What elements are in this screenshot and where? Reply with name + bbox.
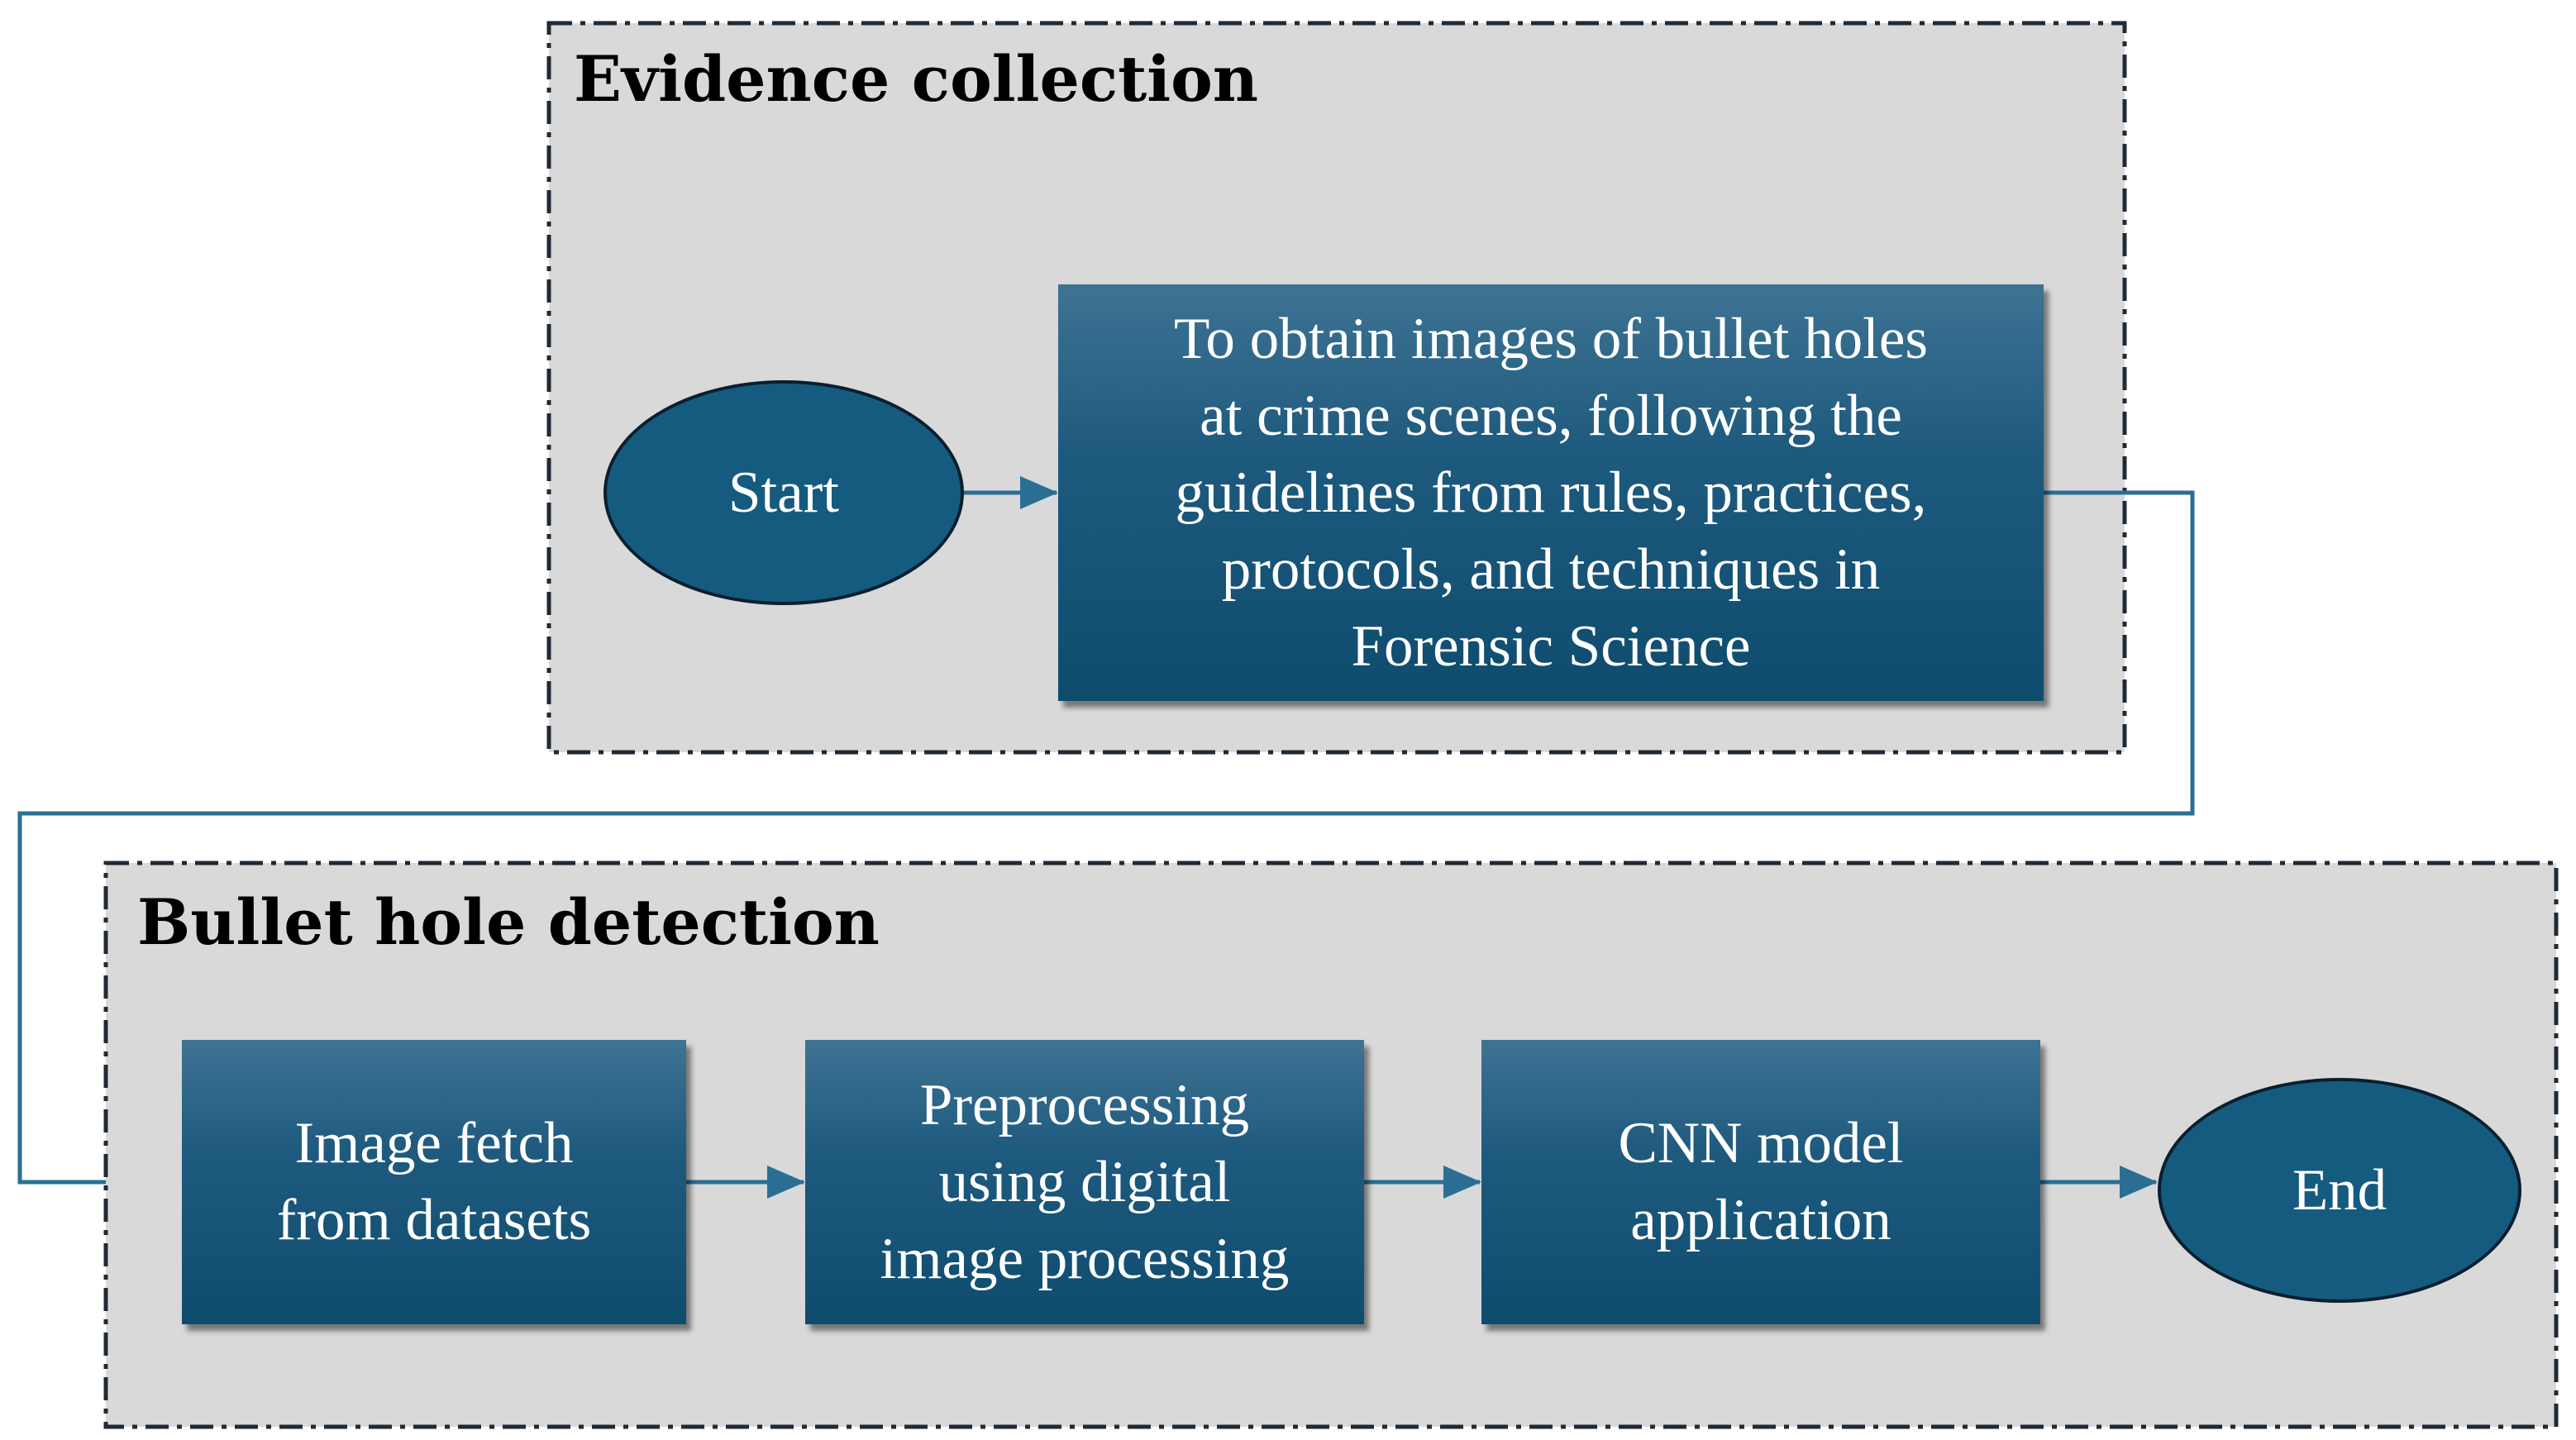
obtain-images-line-4: protocols, and techniques in bbox=[1221, 536, 1881, 602]
preprocessing-node: Preprocessing using digital image proces… bbox=[805, 1040, 1364, 1324]
obtain-images-node: To obtain images of bullet holes at crim… bbox=[1058, 284, 2044, 701]
image-fetch-line-2: from datasets bbox=[276, 1188, 592, 1252]
cnn-model-line-2: application bbox=[1630, 1188, 1891, 1252]
preprocessing-line-1: Preprocessing bbox=[919, 1072, 1250, 1137]
obtain-images-line-5: Forensic Science bbox=[1351, 613, 1751, 679]
obtain-images-line-2: at crime scenes, following the bbox=[1200, 383, 1902, 448]
start-label: Start bbox=[727, 460, 840, 525]
obtain-images-line-3: guidelines from rules, practices, bbox=[1175, 460, 1927, 525]
obtain-images-line-1: To obtain images of bullet holes bbox=[1174, 306, 1928, 371]
cnn-model-line-1: CNN model bbox=[1618, 1111, 1904, 1175]
cnn-model-node: CNN model application bbox=[1481, 1040, 2040, 1324]
preprocessing-line-2: using digital bbox=[938, 1149, 1231, 1214]
evidence-collection-title: Evidence collection bbox=[574, 42, 1259, 116]
end-node: End bbox=[2158, 1078, 2521, 1303]
preprocessing-line-3: image processing bbox=[880, 1226, 1290, 1291]
image-fetch-line-1: Image fetch bbox=[294, 1111, 574, 1175]
bullet-hole-detection-title: Bullet hole detection bbox=[137, 885, 880, 959]
end-label: End bbox=[2292, 1157, 2388, 1223]
image-fetch-node: Image fetch from datasets bbox=[182, 1040, 686, 1324]
start-node: Start bbox=[603, 380, 964, 605]
